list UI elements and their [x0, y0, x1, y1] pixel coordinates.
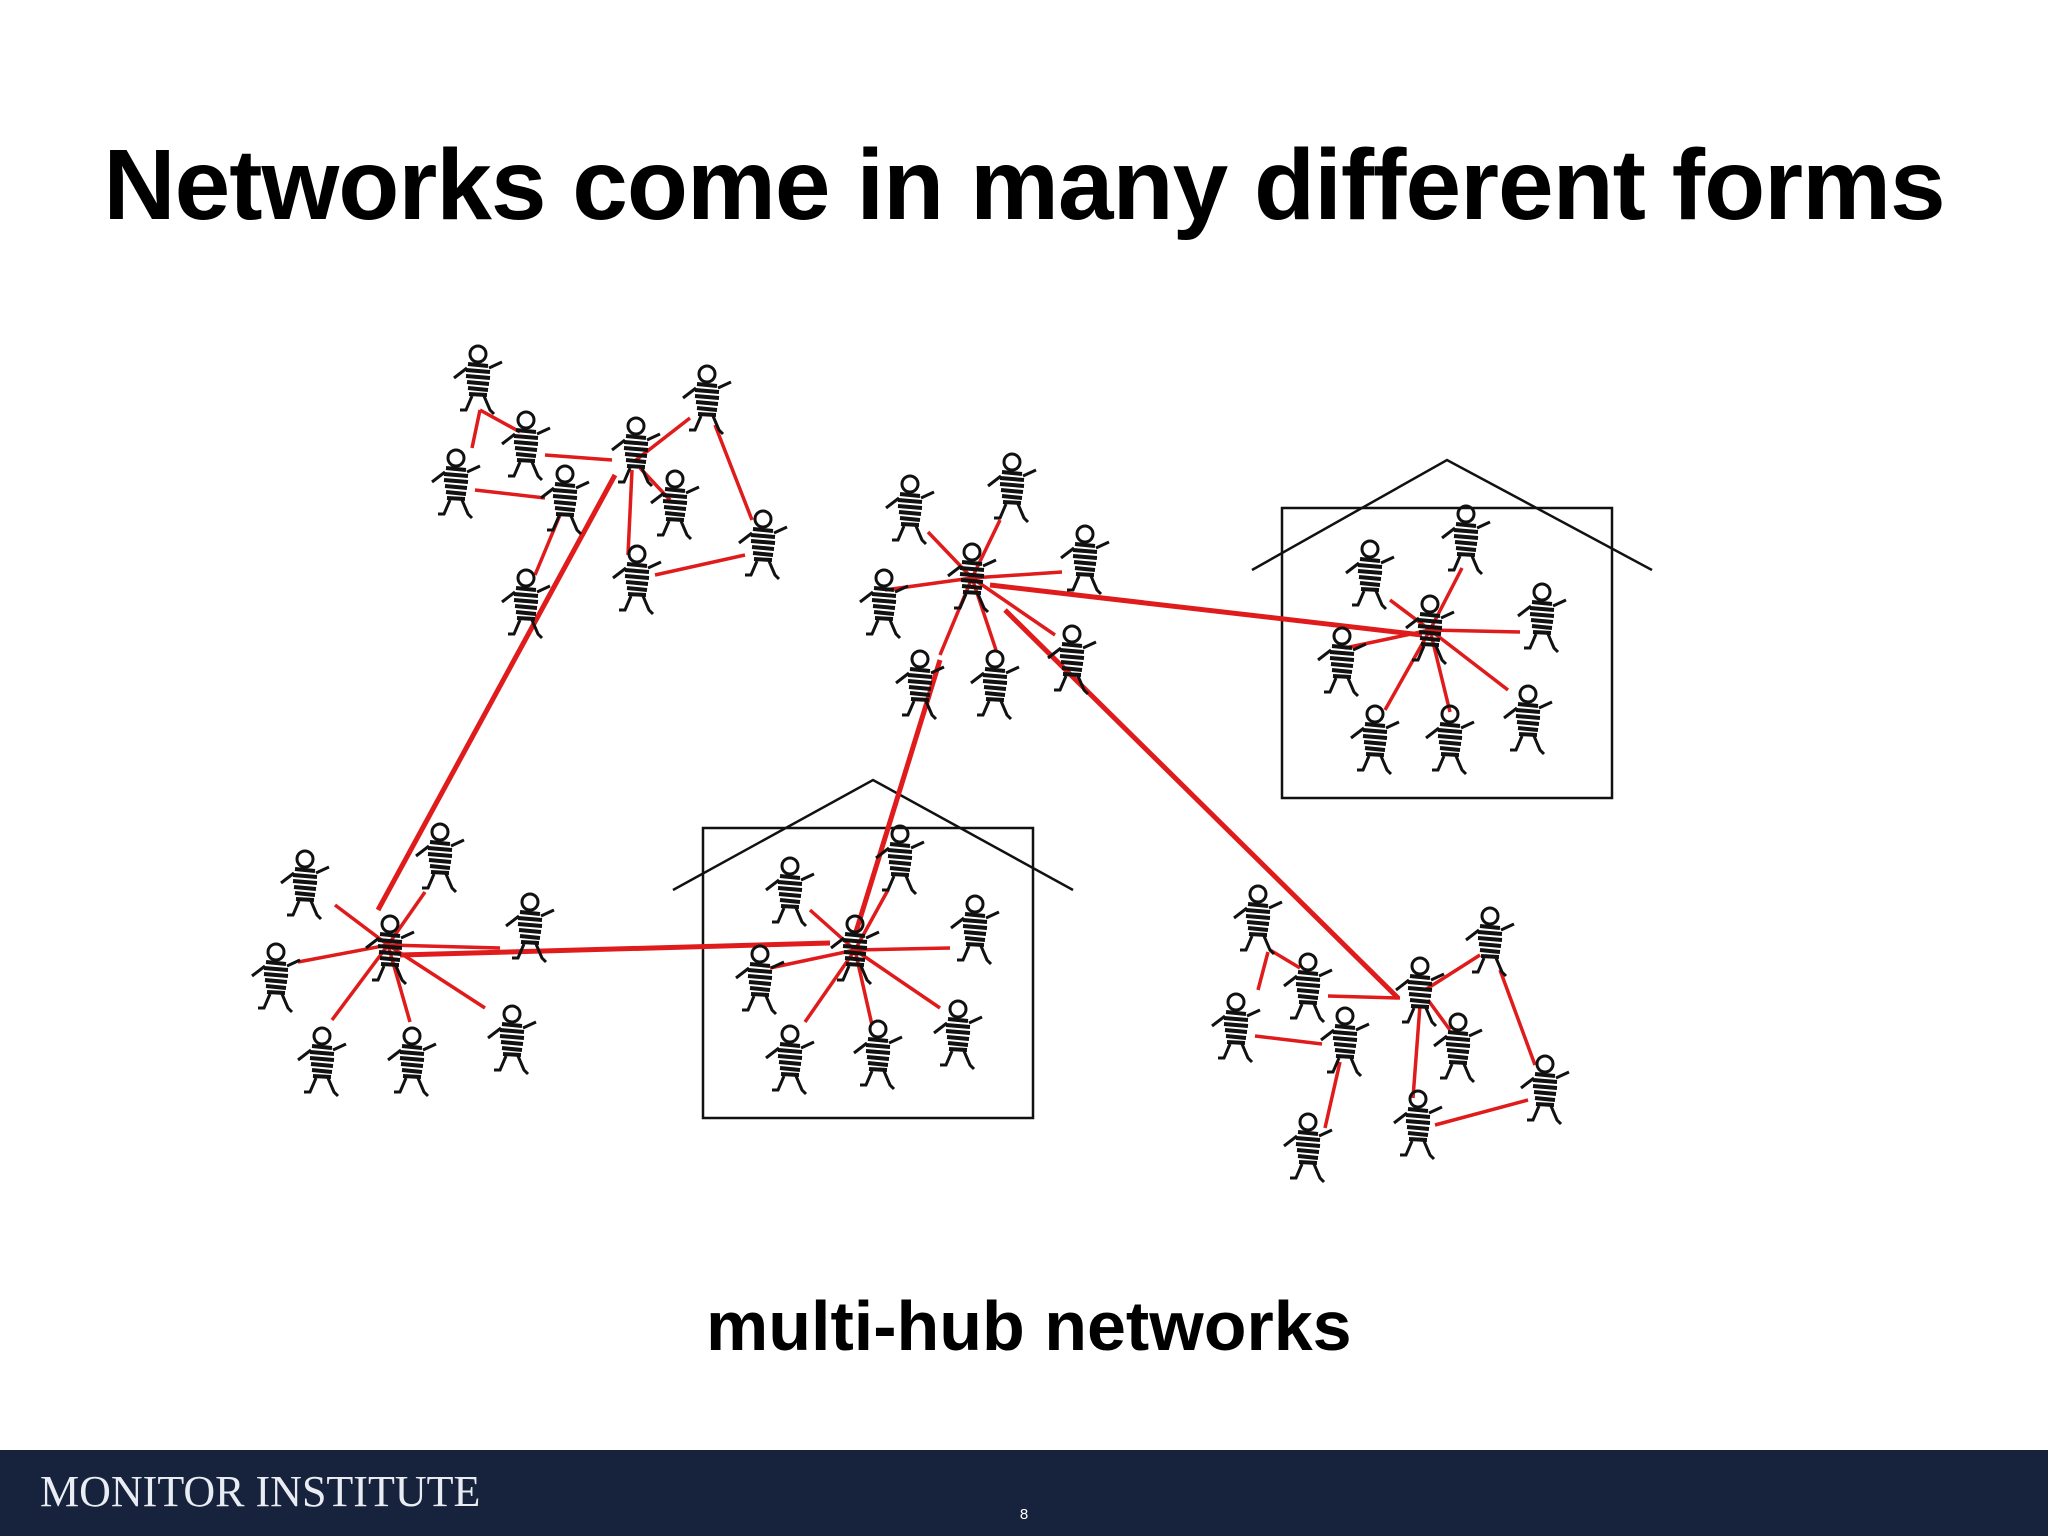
page-number: 8 — [1019, 1506, 1029, 1523]
cluster-bottom-right — [1210, 884, 1571, 1184]
house-right — [1251, 458, 1653, 800]
diagram-caption: multi-hub networks — [706, 1287, 1352, 1365]
cluster-top-center-hub — [858, 452, 1111, 721]
house-center — [672, 778, 1074, 1120]
cluster-center-hub — [734, 824, 1001, 1096]
monitor-institute-logo: MONITOR INSTITUTE — [40, 1467, 481, 1516]
slide-title: Networks come in many different forms — [103, 129, 1945, 241]
footer-bar: MONITOR INSTITUTE 8 — [0, 1450, 2048, 1536]
cluster-bottom-left-hub — [250, 822, 556, 1098]
cluster-top-left — [430, 344, 789, 640]
cluster-right-hub — [1316, 504, 1568, 776]
